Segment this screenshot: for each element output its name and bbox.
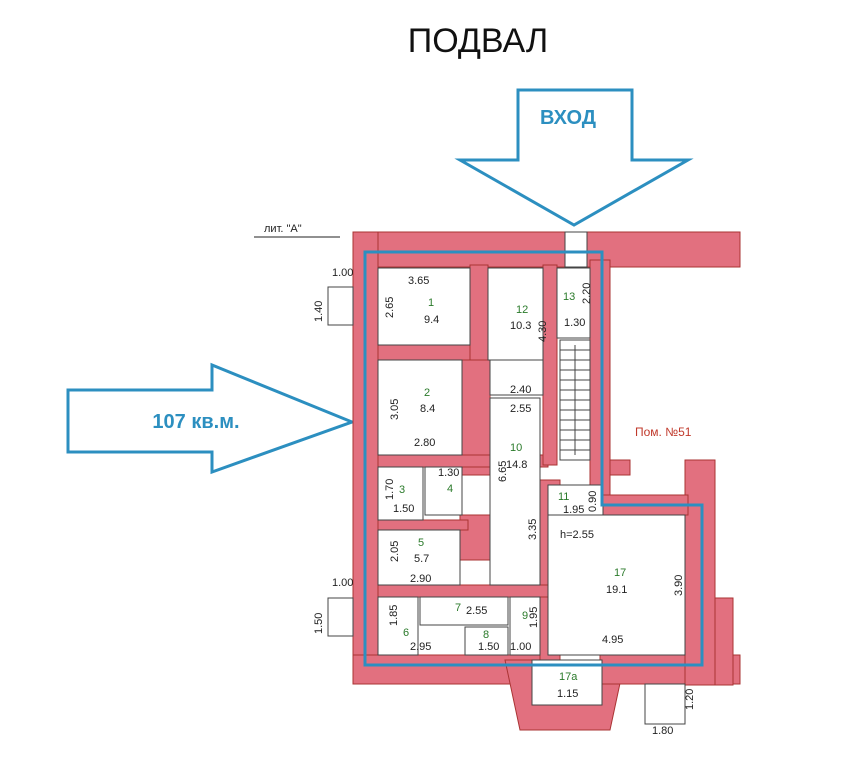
dim-label: 2.55 [510, 403, 531, 415]
room-5-area: 5.7 [414, 553, 429, 565]
room-17a-num: 17а [559, 671, 578, 683]
room-1-num: 1 [428, 297, 434, 309]
dim-label: 3.90 [673, 575, 685, 596]
room-11-num: 11 [558, 491, 569, 503]
dim-label: 3.05 [389, 399, 401, 420]
room-12-num: 12 [516, 304, 528, 316]
height-label: h=2.55 [560, 529, 594, 541]
dim-label: 1.00 [332, 267, 353, 279]
entrance-arrow [454, 88, 694, 227]
dim-label: 1.70 [384, 479, 396, 500]
dim-label: 2.20 [581, 283, 593, 304]
plan-title: ПОДВАЛ [408, 22, 548, 60]
dim-label: 2.80 [414, 437, 435, 449]
room-13-num: 13 [563, 291, 575, 303]
room-7-num: 7 [455, 602, 461, 614]
room-4-num: 4 [447, 483, 453, 495]
dim-label: 1.50 [478, 641, 499, 653]
room-12-area: 10.3 [510, 320, 531, 332]
dim-label: 1.20 [684, 689, 696, 710]
room-9-num: 9 [522, 610, 528, 622]
dim-label: 1.50 [393, 503, 414, 515]
dim-label: 1.15 [557, 688, 578, 700]
dim-label: 2.65 [384, 297, 396, 318]
room-2-area: 8.4 [420, 403, 435, 415]
room-8-num: 8 [483, 629, 489, 641]
dim-label: 3.65 [408, 275, 429, 287]
neighbor-label: Пом. №51 [635, 425, 692, 439]
room-5-num: 5 [418, 537, 424, 549]
room-6-num: 6 [403, 627, 409, 639]
room-17-num: 17 [614, 567, 626, 579]
dim-label: 4.30 [537, 321, 549, 342]
dimensions: 3.65 2.65 3.05 2.80 1.70 1.50 1.30 2.05 … [313, 267, 696, 737]
stairs [559, 231, 591, 461]
dim-label: 1.00 [510, 641, 531, 653]
dim-label: 2.95 [410, 641, 431, 653]
dim-label: 0.90 [587, 491, 599, 512]
dim-label: 1.30 [564, 317, 585, 329]
area-arrow [66, 362, 357, 475]
dim-label: 2.55 [466, 605, 487, 617]
dim-label: 1.95 [563, 504, 584, 516]
dim-label: 1.85 [388, 605, 400, 626]
entrance-label: ВХОД [540, 107, 596, 129]
building-letter: лит. "А" [264, 223, 302, 235]
rooms [327, 267, 686, 725]
room-3-num: 3 [399, 484, 405, 496]
room-10-area: 14.8 [506, 459, 527, 471]
dim-label: 3.35 [527, 519, 539, 540]
area-label: 107 кв.м. [152, 411, 239, 433]
dim-label: 1.30 [438, 467, 459, 479]
dim-label: 1.95 [528, 607, 540, 628]
dim-label: 4.95 [602, 634, 623, 646]
dim-label: 1.80 [652, 725, 673, 737]
room-10-num: 10 [510, 442, 522, 454]
room-17-area: 19.1 [606, 584, 627, 596]
room-2-num: 2 [424, 387, 430, 399]
dim-label: 2.40 [510, 384, 531, 396]
room-1-area: 9.4 [424, 314, 439, 326]
dim-label: 1.00 [332, 577, 353, 589]
dim-label: 2.90 [410, 573, 431, 585]
dim-label: 6.65 [497, 461, 509, 482]
dim-label: 1.50 [313, 613, 325, 634]
area-outline [363, 250, 704, 667]
dim-label: 1.40 [313, 301, 325, 322]
dim-label: 2.05 [389, 541, 401, 562]
